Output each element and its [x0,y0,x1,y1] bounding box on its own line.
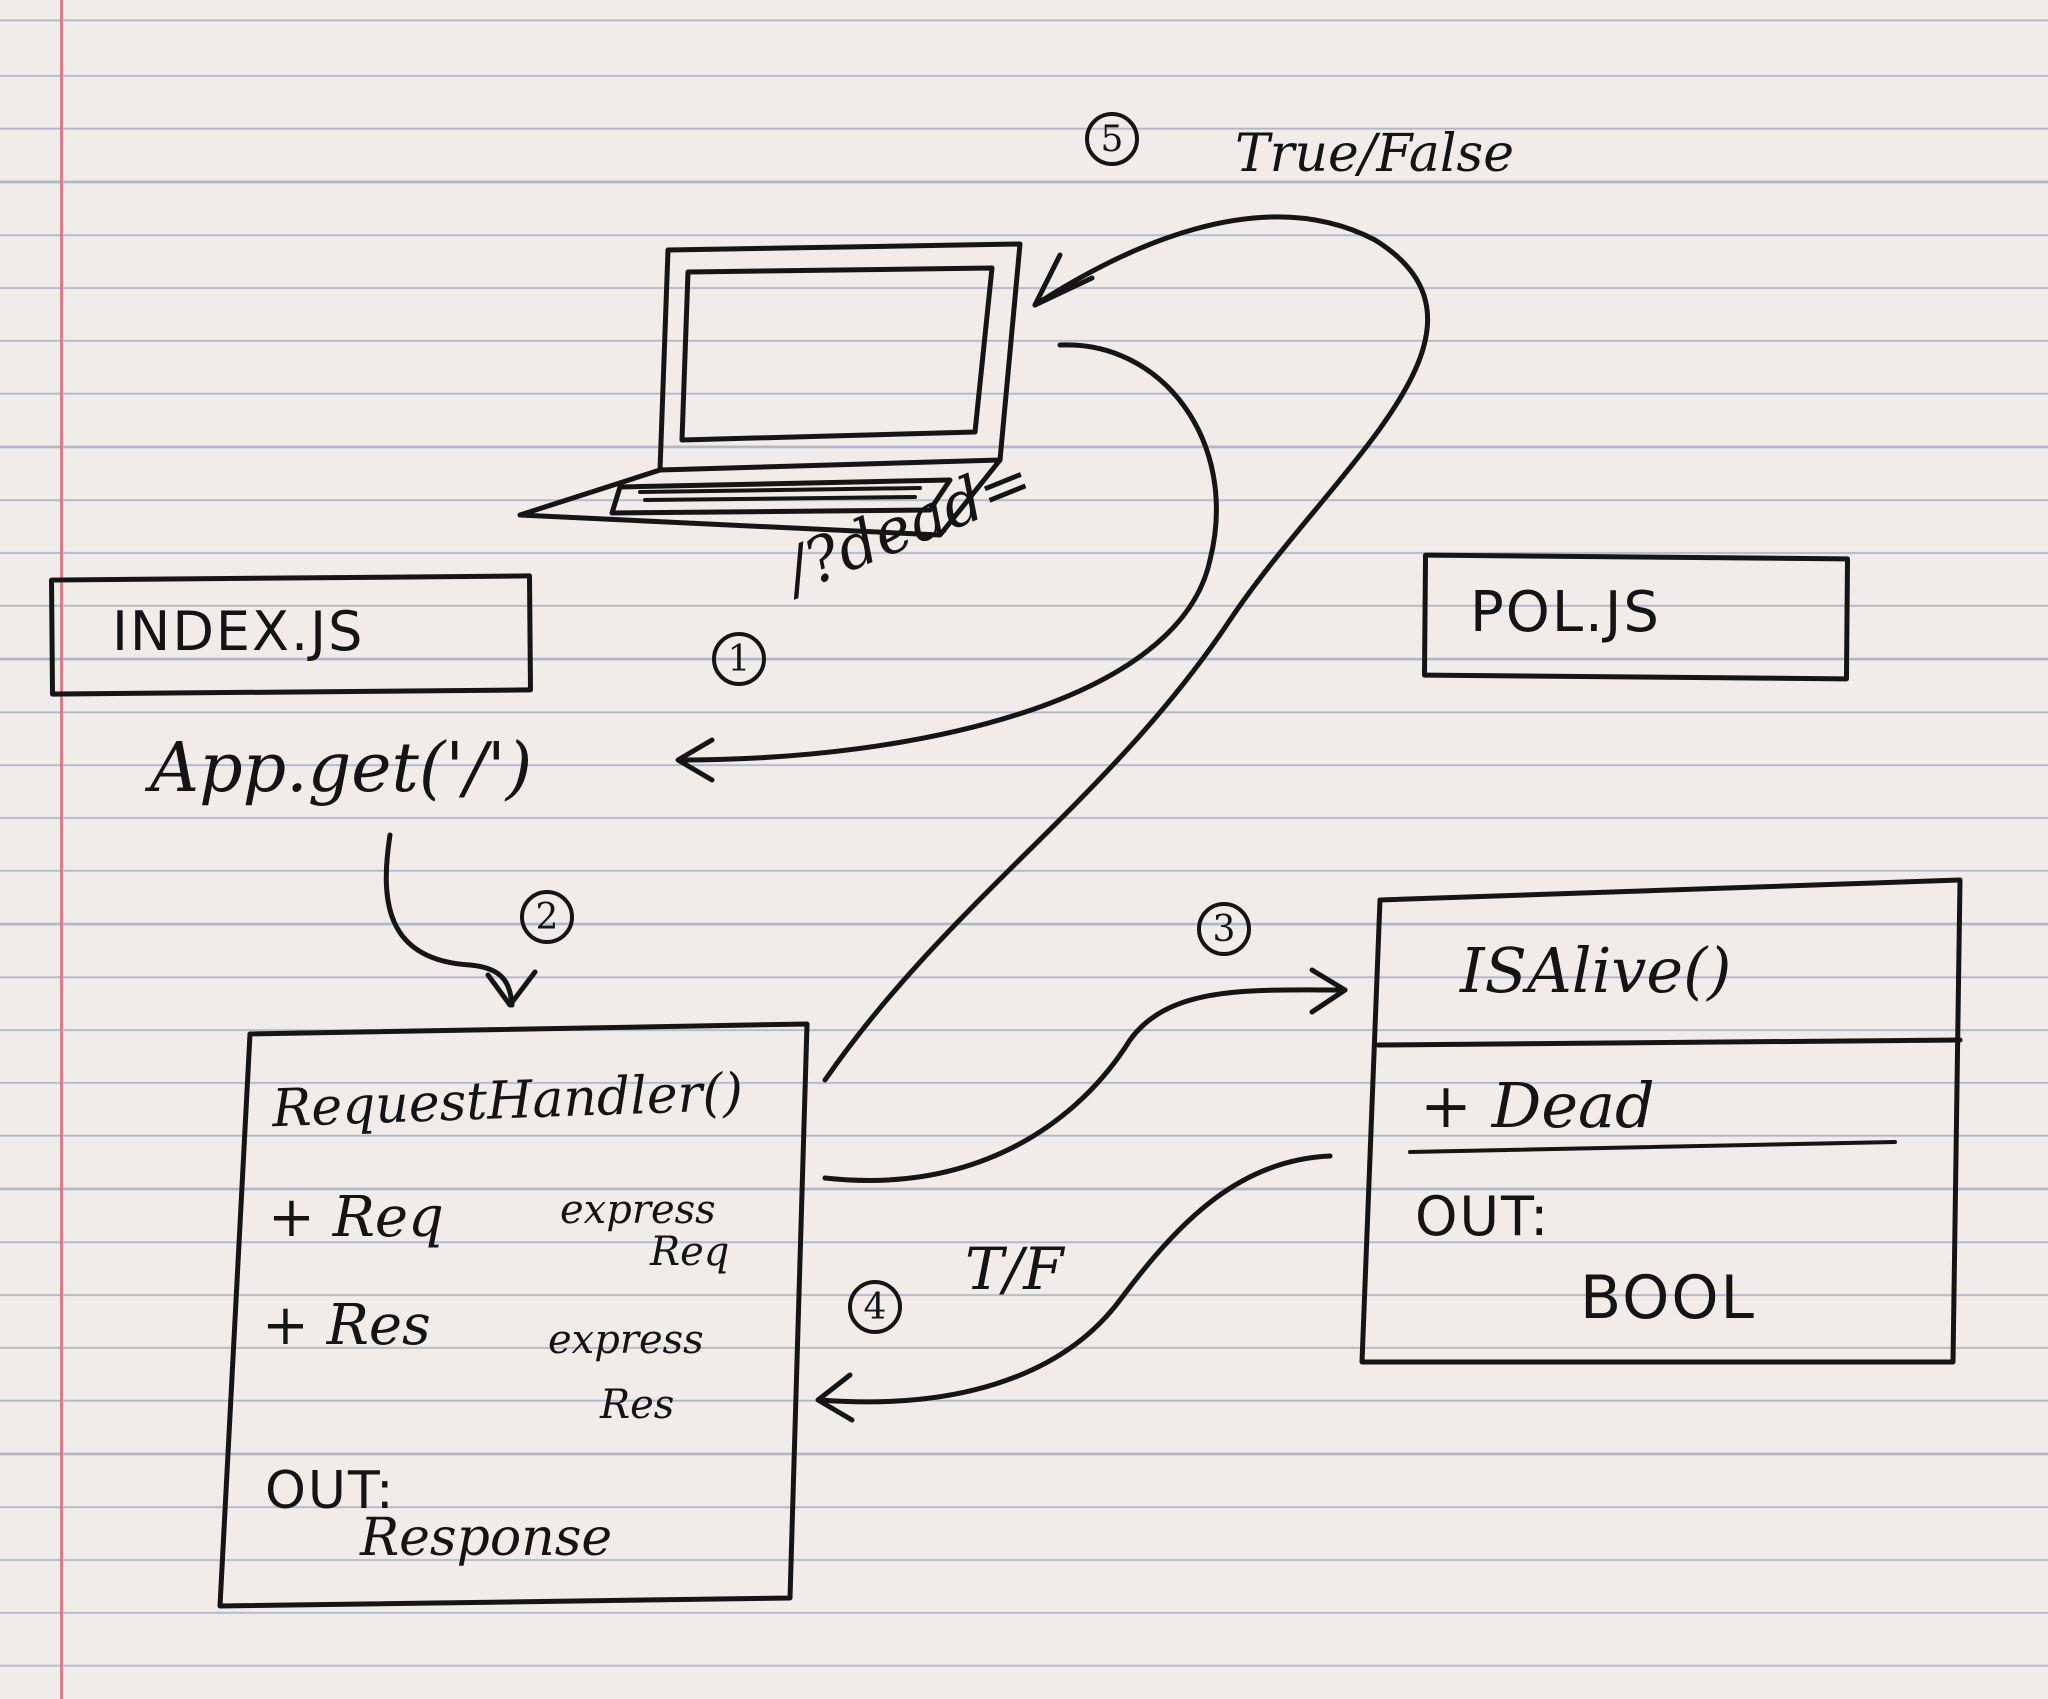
is-alive-box [1359,877,1963,1365]
pol-js-label: POL.JS [1470,580,1661,645]
arrow-step-4 [817,1153,1333,1405]
step-4-label: T/F [965,1235,1064,1303]
dead-param: + Dead [1420,1069,1655,1142]
dead-underline [1408,1140,1897,1154]
req-type-line1: express [560,1187,716,1233]
step-3-marker: 3 [1197,902,1251,956]
arrow-step-3 [822,987,1348,1183]
is-alive-title: ISAlive() [1460,934,1732,1007]
arrow-step-5 [822,214,1430,1083]
index-js-box [49,573,533,697]
res-type-line1: express [548,1317,704,1363]
res-param: + Res [262,1293,431,1358]
request-handler-out-label: OUT: [265,1461,396,1521]
pol-js-box [1421,552,1851,682]
laptop-icon [517,241,1023,538]
request-handler-title: RequestHandler() [271,1062,744,1140]
index-js-label: INDEX.JS [112,600,365,663]
is-alive-divider [1375,1037,1963,1048]
arrow-step-1 [677,342,1219,763]
res-type-line2: Res [600,1382,675,1428]
is-alive-out-label: OUT: [1415,1185,1551,1248]
step-4-marker: 4 [848,1280,902,1334]
req-param: + Req [268,1185,444,1250]
step-2-marker: 2 [520,890,574,944]
req-type-line2: Req [650,1229,730,1275]
step-5-label: True/False [1235,124,1514,184]
index-route-label: App.get('/') [150,729,533,808]
request-handler-box [217,1021,810,1609]
step-5-marker: 5 [1085,112,1139,166]
request-handler-out-value: Response [360,1508,613,1568]
step-1-marker: 1 [712,632,766,686]
arrow-step-2 [383,832,515,1008]
is-alive-out-value: BOOL [1580,1263,1756,1333]
